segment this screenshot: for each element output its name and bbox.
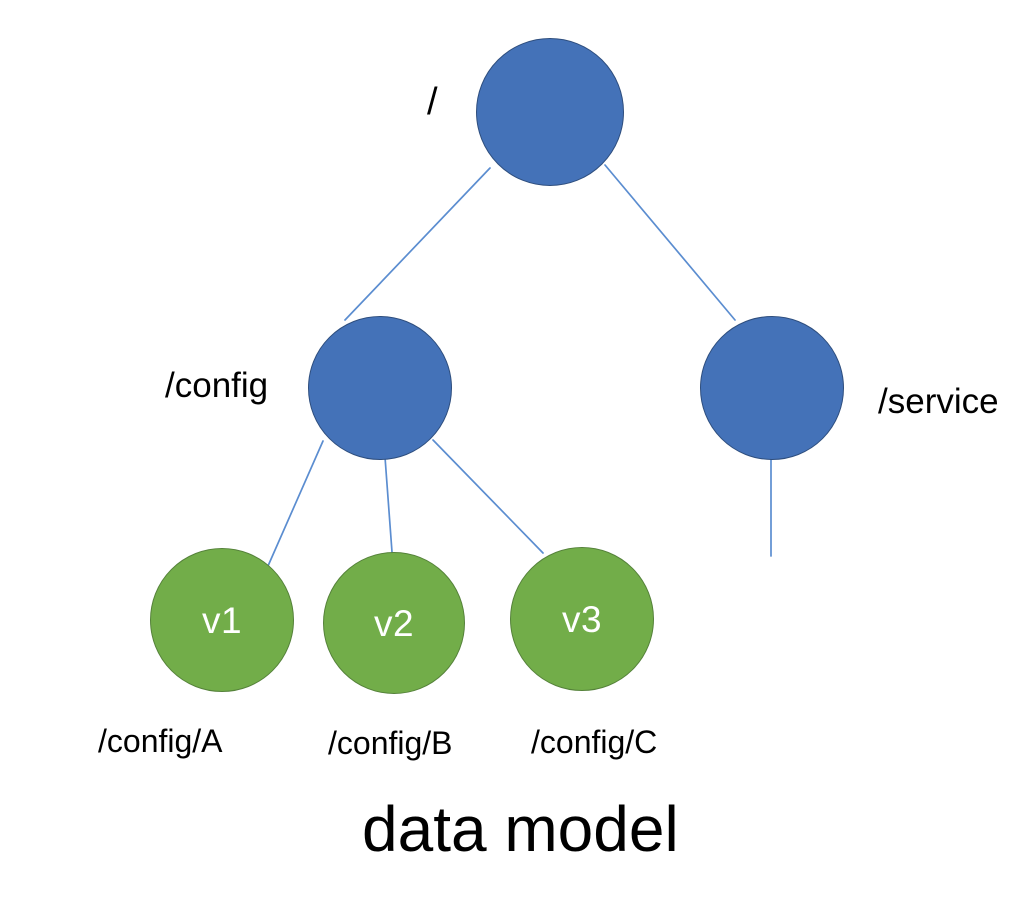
edge-config-to-v2: [384, 456, 393, 553]
node-service-label: /service: [878, 382, 999, 421]
node-root[interactable]: [476, 38, 624, 186]
node-v3[interactable]: v3: [510, 547, 654, 691]
node-v3-label: /config/C: [531, 724, 658, 760]
edge-config-to-v1: [267, 440, 324, 567]
node-config-label: /config: [165, 366, 269, 405]
node-v3-text: v3: [561, 598, 603, 640]
node-v1-label: /config/A: [98, 723, 223, 759]
node-v2-text: v2: [373, 602, 415, 644]
node-config[interactable]: [308, 316, 452, 460]
node-root-label: /: [427, 81, 438, 123]
edge-root-to-service: [604, 164, 736, 321]
edge-root-to-config: [344, 167, 491, 321]
node-v1-text: v1: [201, 599, 243, 641]
diagram-title: data model: [362, 793, 679, 865]
node-v1[interactable]: v1: [150, 548, 294, 692]
node-v2[interactable]: v2: [323, 552, 465, 694]
node-v2-label: /config/B: [328, 725, 453, 761]
node-service[interactable]: [700, 316, 844, 460]
edge-config-to-v3: [432, 439, 544, 554]
